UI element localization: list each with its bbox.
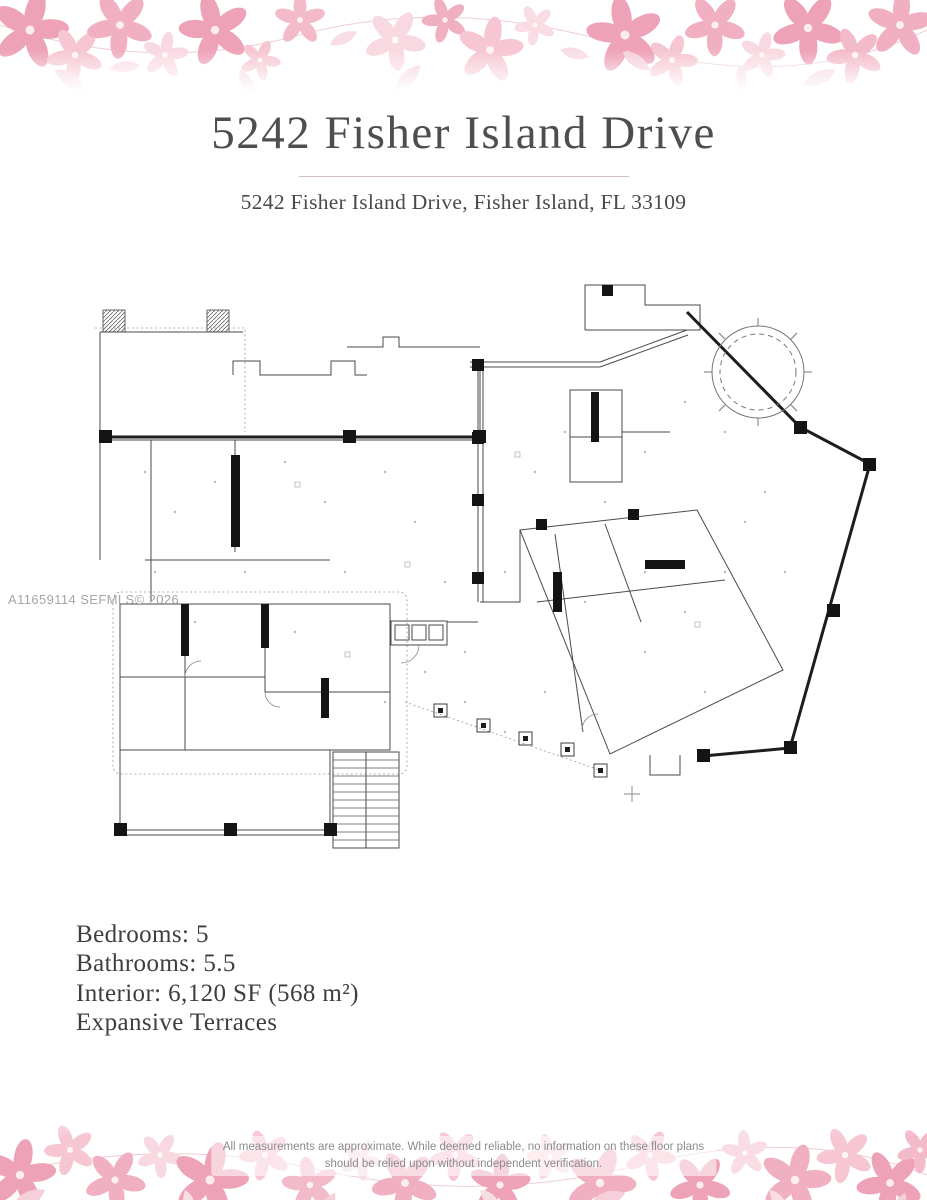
detail-bedrooms: Bedrooms: 5 bbox=[76, 921, 209, 948]
disclaimer-line-1: All measurements are approximate. While … bbox=[222, 1140, 705, 1153]
floral-top-border bbox=[0, 0, 927, 103]
floral-ornament-top-icon bbox=[0, 0, 927, 103]
floral-bottom-border: All measurements are approximate. While … bbox=[0, 1095, 927, 1200]
survey-mark bbox=[624, 786, 640, 802]
floor-plan bbox=[85, 272, 895, 877]
planters bbox=[102, 309, 230, 333]
terrace-posts bbox=[433, 703, 608, 778]
details-section: Bedrooms: 5 Bathrooms: 5.5 Interior: 6,1… bbox=[76, 920, 359, 1037]
title-divider bbox=[298, 176, 629, 177]
turret bbox=[704, 318, 812, 426]
terrace-outlines bbox=[95, 327, 606, 775]
detail-terraces: Expansive Terraces bbox=[76, 1008, 278, 1036]
mls-watermark: A11659114 SEFMLS© 2026 bbox=[8, 592, 180, 607]
page-title: 5242 Fisher Island Drive bbox=[211, 107, 716, 159]
structural-walls bbox=[105, 310, 872, 758]
door-swings bbox=[184, 644, 599, 731]
columns bbox=[99, 285, 876, 836]
detail-dots bbox=[143, 400, 787, 734]
floor-plan-drawing bbox=[95, 284, 876, 849]
staircase bbox=[332, 751, 400, 849]
fixtures bbox=[294, 451, 701, 658]
header: 5242 Fisher Island Drive 5242 Fisher Isl… bbox=[0, 106, 927, 215]
detail-interior: Interior: 6,120 SF (568 m²) bbox=[76, 979, 359, 1007]
page-subtitle: 5242 Fisher Island Drive, Fisher Island,… bbox=[240, 190, 687, 214]
disclaimer-line-2: should be relied upon without independen… bbox=[324, 1157, 603, 1170]
floral-ornament-bottom-icon bbox=[0, 1095, 927, 1200]
disclaimer: All measurements are approximate. While … bbox=[210, 1135, 717, 1176]
detail-bathrooms: Bathrooms: 5.5 bbox=[76, 950, 236, 978]
